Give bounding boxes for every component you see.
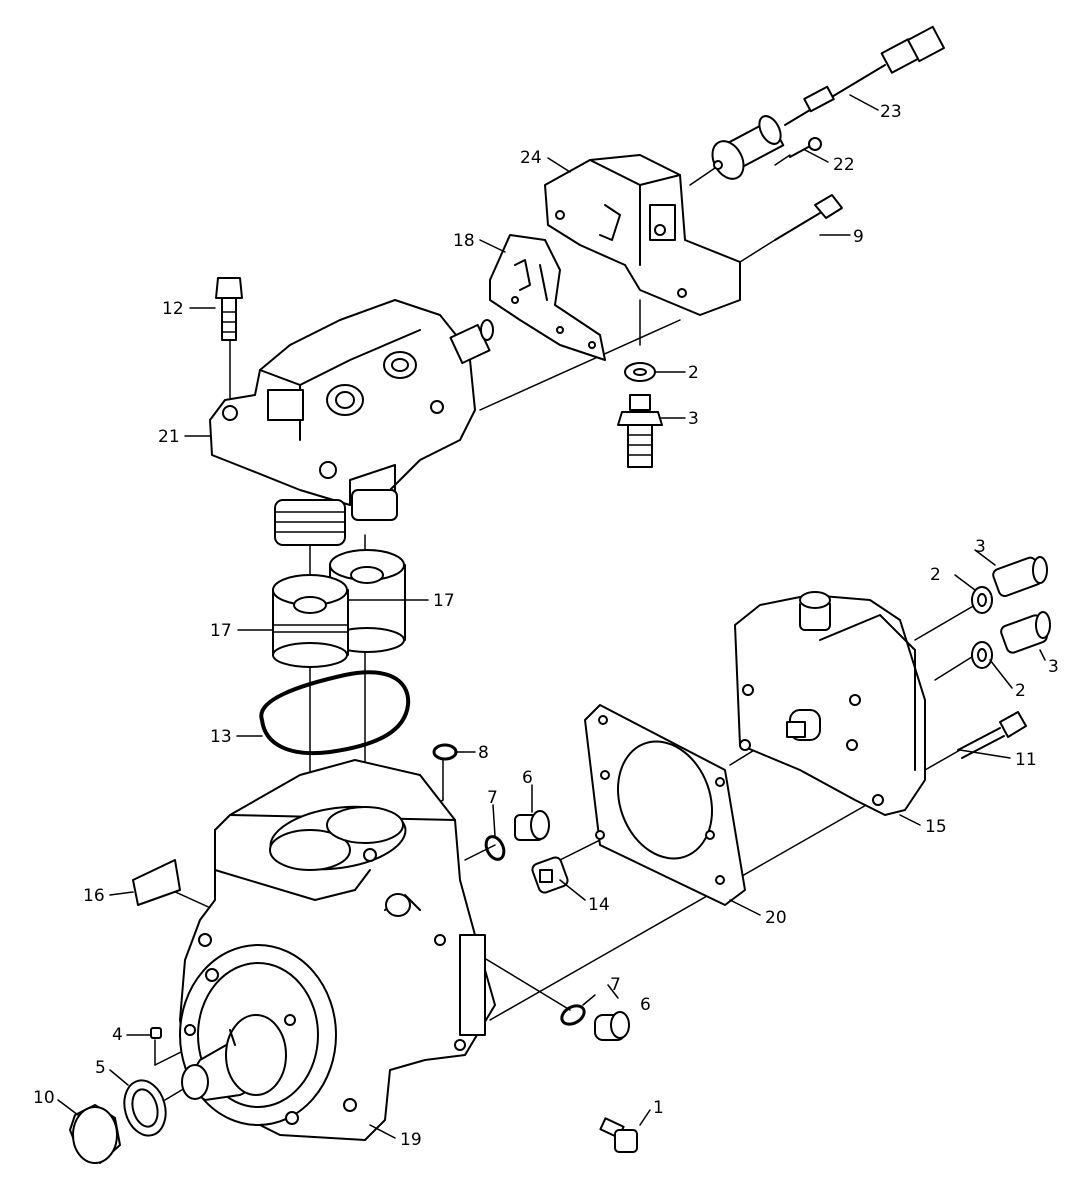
bolt-11 xyxy=(957,711,1027,759)
callout-10: 10 xyxy=(33,1088,55,1108)
callout-7-upper: 7 xyxy=(487,788,498,808)
drive-shaft xyxy=(181,1014,287,1101)
callout-13: 13 xyxy=(210,727,232,747)
callout-9: 9 xyxy=(853,227,864,247)
callout-20: 20 xyxy=(765,908,787,928)
fitting-3-right-lower xyxy=(1000,611,1051,654)
callout-16: 16 xyxy=(83,886,105,906)
feed-pump-cover-15 xyxy=(734,591,926,816)
solenoid-valve xyxy=(711,115,785,180)
callout-12: 12 xyxy=(162,299,184,319)
nut-10 xyxy=(69,1104,121,1164)
callout-19: 19 xyxy=(400,1130,422,1150)
label-plate-16 xyxy=(132,859,181,906)
wire-harness-connector xyxy=(784,25,945,126)
bracket-housing-24 xyxy=(544,154,741,316)
oring-8 xyxy=(432,743,458,761)
washer-2-right-lower xyxy=(971,641,993,669)
bolt-12 xyxy=(215,277,243,341)
gasket-plate-18 xyxy=(489,234,606,361)
callout-17-right: 17 xyxy=(433,591,455,611)
bolt-9 xyxy=(774,194,843,241)
callout-7-lower: 7 xyxy=(610,975,621,995)
callout-15: 15 xyxy=(925,817,947,837)
callout-23: 23 xyxy=(880,102,902,122)
callout-8: 8 xyxy=(478,743,489,763)
washer-2-upper xyxy=(624,362,656,382)
callout-2-right-upper: 2 xyxy=(930,565,941,585)
callout-1: 1 xyxy=(653,1098,664,1118)
bolt-1 xyxy=(599,1117,638,1153)
callout-3-upper: 3 xyxy=(688,409,699,429)
tappet-17-left xyxy=(272,574,349,668)
plug-14 xyxy=(531,856,569,894)
callout-24: 24 xyxy=(520,148,542,168)
callout-6-lower: 6 xyxy=(640,995,651,1015)
callout-22: 22 xyxy=(833,155,855,175)
callout-3-right-lower: 3 xyxy=(1048,657,1059,677)
washer-2-right-upper xyxy=(971,586,993,614)
plug-6-lower xyxy=(594,1011,630,1041)
plungers xyxy=(274,489,398,546)
callout-4: 4 xyxy=(112,1025,123,1045)
callout-17-left: 17 xyxy=(210,621,232,641)
callout-18: 18 xyxy=(453,231,475,251)
callout-6-upper: 6 xyxy=(522,768,533,788)
callout-3-right-upper: 3 xyxy=(975,537,986,557)
oring-seal-13 xyxy=(259,670,411,755)
callout-leaders xyxy=(57,94,1046,1139)
flange-gasket-20 xyxy=(584,704,746,906)
oring-7-upper xyxy=(484,835,506,861)
callout-5: 5 xyxy=(95,1058,106,1078)
callout-14: 14 xyxy=(588,895,610,915)
callout-11: 11 xyxy=(1015,750,1037,770)
seal-5 xyxy=(123,1079,167,1137)
callout-21: 21 xyxy=(158,427,180,447)
fitting-3-right-upper xyxy=(992,556,1048,597)
key-4 xyxy=(150,1027,162,1039)
pump-head-21 xyxy=(209,299,494,506)
fitting-3-upper xyxy=(617,394,663,468)
callout-2-upper: 2 xyxy=(688,363,699,383)
callout-2-right-lower: 2 xyxy=(1015,681,1026,701)
plug-6-upper xyxy=(514,810,550,841)
oring-7-lower xyxy=(560,1004,586,1026)
callout-labels: 1 2 2 2 3 3 3 4 5 6 6 7 7 8 9 10 11 12 1… xyxy=(33,102,1059,1150)
screw-22 xyxy=(789,137,822,158)
